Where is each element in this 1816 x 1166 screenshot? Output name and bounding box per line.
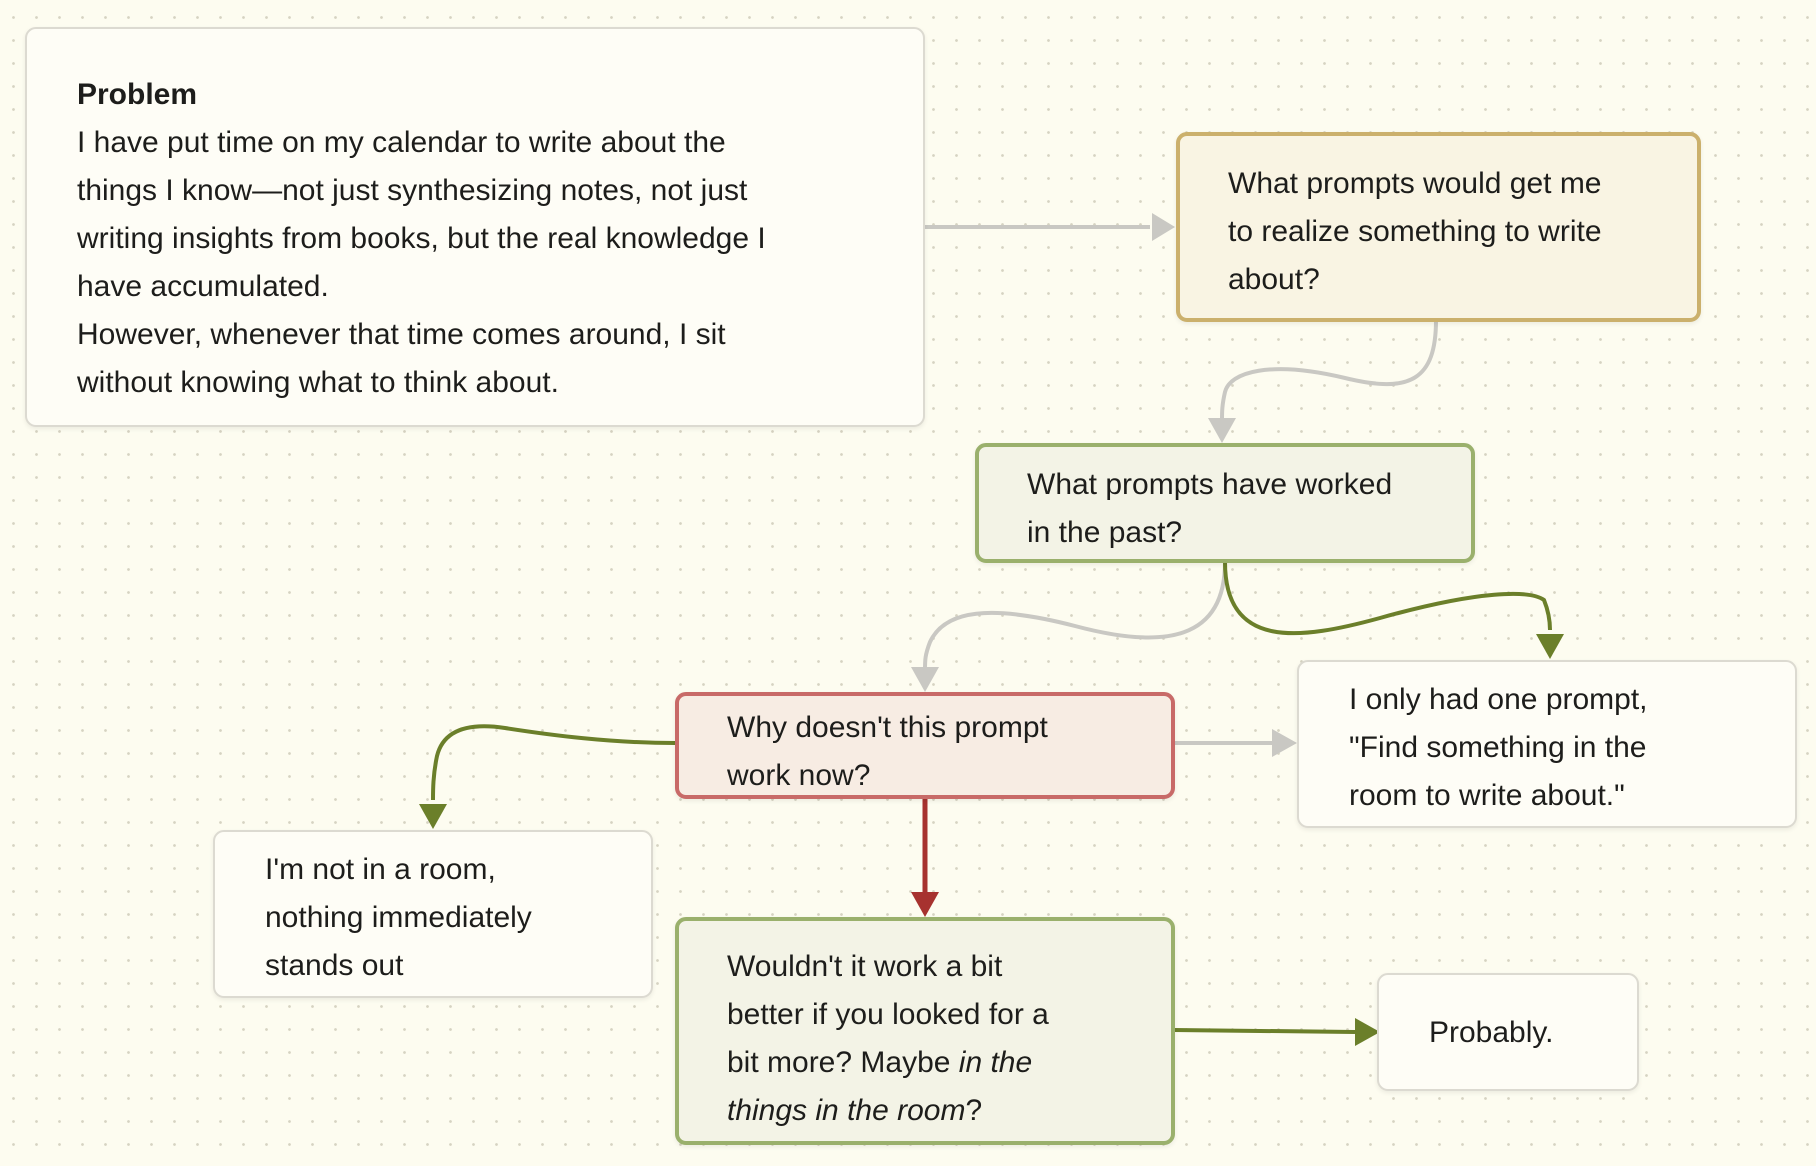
edge-worked-to-oneprompt[interactable] — [1223, 561, 1552, 636]
arrowhead-red — [911, 892, 939, 917]
arrowhead-gray — [1152, 213, 1175, 241]
edge-lookmore-to-probably[interactable] — [1173, 1028, 1356, 1034]
arrowhead-gray — [1208, 418, 1236, 443]
prompts-question-card[interactable]: What prompts would get me to realize som… — [1176, 132, 1701, 322]
not-in-room-text: I'm not in a room, nothing immediately s… — [265, 853, 532, 982]
worked-before-text: What prompts have worked in the past? — [1027, 468, 1393, 549]
look-more-line-2: better if you looked for a — [727, 998, 1049, 1031]
probably-text: Probably. — [1429, 1016, 1554, 1049]
arrowhead-green — [419, 804, 447, 829]
prompts-question-text: What prompts would get me to realize som… — [1228, 167, 1602, 296]
one-prompt-card[interactable]: I only had one prompt, "Find something i… — [1297, 660, 1797, 828]
edge-worked-to-why[interactable] — [923, 561, 1227, 671]
one-prompt-text: I only had one prompt, "Find something i… — [1349, 683, 1648, 812]
look-more-line-4-emphasis: things in the room — [727, 1094, 966, 1127]
edge-why-to-notinroom[interactable] — [431, 724, 676, 801]
problem-description: I have put time on my calendar to write … — [77, 126, 766, 399]
edge-prompts-to-worked[interactable] — [1220, 319, 1438, 421]
why-not-now-text: Why doesn't this prompt work now? — [727, 711, 1048, 792]
look-more-line-3-start: bit more? Maybe — [727, 1046, 959, 1079]
problem-card[interactable]: Problem I have put time on my calendar t… — [25, 27, 925, 427]
arrowhead-green — [1536, 634, 1564, 659]
worked-before-card[interactable]: What prompts have worked in the past? — [975, 443, 1475, 563]
probably-card[interactable]: Probably. — [1377, 973, 1639, 1091]
look-more-line-4-end: ? — [965, 1094, 983, 1127]
arrowhead-gray — [911, 667, 939, 692]
look-more-line-4: things in the room? — [727, 1087, 1123, 1135]
not-in-room-card[interactable]: I'm not in a room, nothing immediately s… — [213, 830, 653, 998]
why-not-now-card[interactable]: Why doesn't this prompt work now? — [675, 692, 1175, 799]
problem-title: Problem — [77, 78, 198, 111]
arrowhead-gray — [1272, 729, 1297, 757]
look-more-line-1: Wouldn't it work a bit — [727, 950, 1003, 983]
look-more-line-3-emphasis: in the — [958, 1046, 1033, 1079]
look-more-line-3: bit more? Maybe in the — [727, 1039, 1123, 1087]
look-more-card[interactable]: Wouldn't it work a bit better if you loo… — [675, 917, 1175, 1145]
